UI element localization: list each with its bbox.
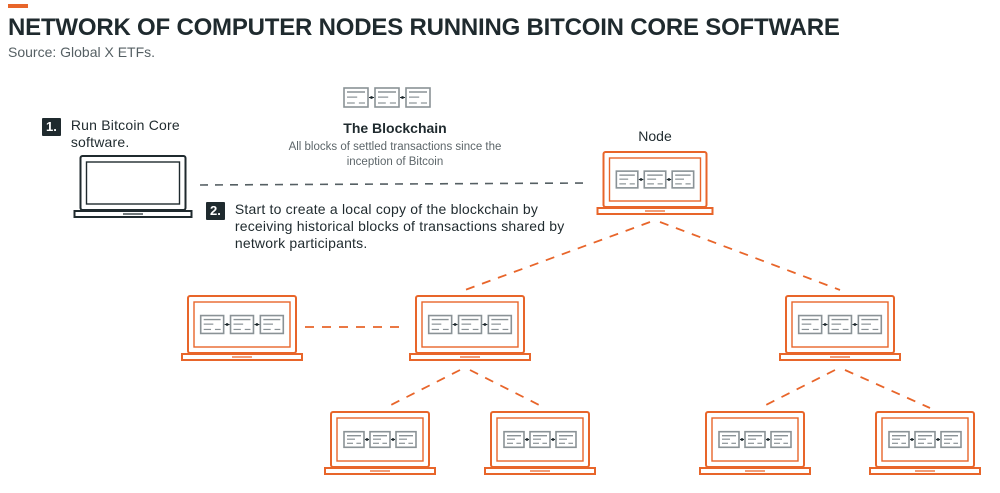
peer-link — [464, 221, 651, 291]
block-icon — [199, 314, 225, 335]
block-icon — [671, 170, 695, 189]
block-chain-icon — [718, 430, 792, 449]
peer-link — [659, 221, 841, 291]
link-dot-icon — [740, 438, 744, 441]
block-icon — [395, 430, 417, 449]
block-icon — [770, 430, 792, 449]
link-dot-icon — [936, 438, 940, 441]
block-chain-icon — [343, 430, 417, 449]
link-dot-icon — [370, 96, 373, 99]
link-dot-icon — [823, 323, 827, 326]
peer-laptop-icon — [699, 411, 811, 475]
peer-laptop-icon — [484, 411, 596, 475]
block-icon — [857, 314, 883, 335]
block-chain-icon — [427, 314, 513, 335]
block-chain-icon — [888, 430, 962, 449]
block-icon — [643, 170, 667, 189]
step-1-number: 1. — [42, 118, 61, 136]
peer-link — [469, 369, 546, 409]
laptop-screen-icon — [79, 155, 187, 211]
peer-laptop-icon — [409, 295, 531, 361]
link-dot-icon — [365, 438, 369, 441]
link-dot-icon — [401, 96, 404, 99]
step-2: 2. Start to create a local copy of the b… — [206, 201, 566, 252]
block-icon — [797, 314, 823, 335]
block-icon — [555, 430, 577, 449]
block-icon — [229, 314, 255, 335]
link-dot-icon — [910, 438, 914, 441]
link-dot-icon — [667, 178, 671, 181]
block-icon — [343, 87, 369, 108]
block-chain-icon — [797, 314, 883, 335]
block-icon — [405, 87, 431, 108]
link-dot-icon — [255, 323, 259, 326]
block-icon — [259, 314, 285, 335]
block-chain-icon — [199, 314, 285, 335]
block-icon — [343, 430, 365, 449]
block-icon — [487, 314, 513, 335]
block-chain-icon — [503, 430, 577, 449]
peer-laptop-icon — [324, 411, 436, 475]
dashed-link-local — [199, 182, 591, 186]
block-icon — [718, 430, 740, 449]
block-icon — [427, 314, 453, 335]
user-laptop-icon — [73, 155, 193, 218]
link-dot-icon — [551, 438, 555, 441]
block-icon — [369, 430, 391, 449]
link-dot-icon — [453, 323, 457, 326]
peer-link — [844, 369, 931, 409]
link-dot-icon — [483, 323, 487, 326]
block-icon — [744, 430, 766, 449]
block-icon — [503, 430, 525, 449]
blockchain-description: All blocks of settled transactions since… — [288, 141, 502, 168]
peer-laptop-icon — [779, 295, 901, 361]
blockchain-icon — [343, 87, 431, 108]
link-dot-icon — [853, 323, 857, 326]
step-2-number: 2. — [206, 202, 225, 220]
block-icon — [374, 87, 400, 108]
link-dot-icon — [391, 438, 395, 441]
link-dot-icon — [225, 323, 229, 326]
block-icon — [914, 430, 936, 449]
blockchain-title: The Blockchain — [343, 120, 447, 136]
peer-link — [384, 369, 461, 409]
block-icon — [529, 430, 551, 449]
connectors — [199, 182, 931, 409]
peer-link — [759, 369, 836, 409]
link-dot-icon — [766, 438, 770, 441]
peer-laptop-icon — [181, 295, 303, 361]
block-icon — [457, 314, 483, 335]
block-icon — [940, 430, 962, 449]
source-note: Source: Global X ETFs. — [8, 44, 156, 60]
block-chain-icon — [615, 170, 695, 189]
accent-bar — [8, 4, 28, 8]
link-dot-icon — [639, 178, 643, 181]
block-icon — [888, 430, 910, 449]
node-label: Node — [638, 128, 672, 144]
laptops — [73, 151, 981, 475]
block-icon — [827, 314, 853, 335]
peer-laptop-icon — [869, 411, 981, 475]
link-dot-icon — [525, 438, 529, 441]
step-1-text: Run Bitcoin Core software. — [70, 117, 180, 150]
block-icon — [615, 170, 639, 189]
step-1: 1. Run Bitcoin Core software. — [42, 117, 222, 151]
step-2-text: Start to create a local copy of the bloc… — [234, 201, 565, 251]
node-laptop-icon — [596, 151, 714, 215]
page-title: NETWORK OF COMPUTER NODES RUNNING BITCOI… — [8, 14, 840, 41]
block-chain-icon — [343, 87, 431, 108]
